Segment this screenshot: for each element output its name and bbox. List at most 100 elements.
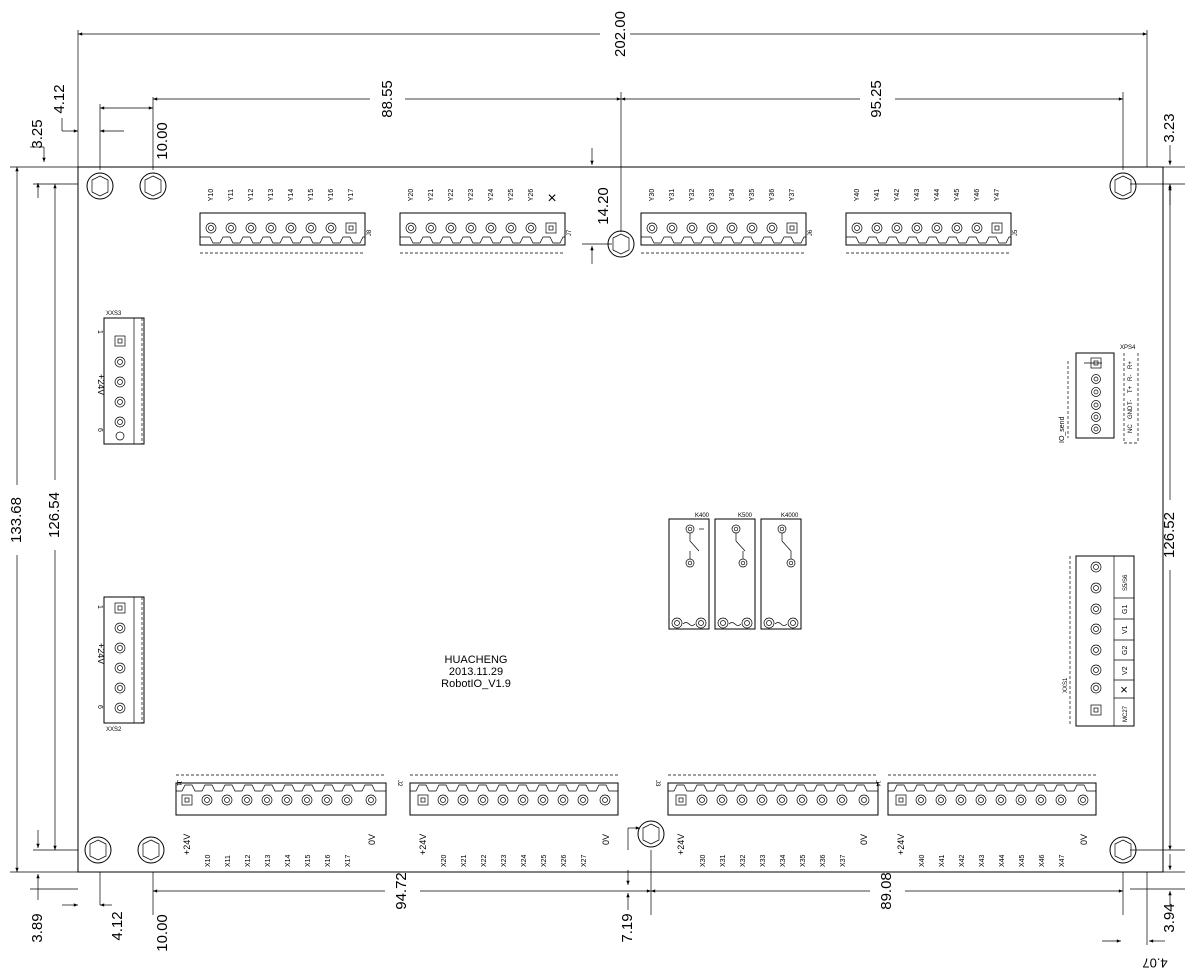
relay-k500: K500: [714, 513, 756, 630]
dim-bottom-left-3-label: 10.00: [154, 914, 171, 952]
relay-id: K500: [738, 513, 753, 519]
pin-label: X26: [561, 854, 568, 867]
pin-label: X30: [700, 854, 707, 867]
pin-label: Y22: [448, 189, 455, 202]
dim-top-left-span-label: 88.55: [379, 80, 396, 118]
pin-label: Y37: [789, 189, 796, 202]
pin-label: Y40: [854, 189, 861, 202]
pin-label: Y26: [528, 189, 535, 202]
top-connectors: J8 Y10 Y11 Y12 Y13 Y14 Y15 Y16 Y17 × J7 …: [199, 189, 1019, 254]
dim-bottom-right-2-label: 4.07: [1142, 956, 1167, 971]
pin-label: X11: [225, 855, 232, 867]
hole-bottom-right: [1109, 836, 1137, 864]
pin-label: R-: [1128, 375, 1134, 381]
connector-id: J6: [808, 229, 814, 236]
dim-top-right-label: 3.23: [1161, 113, 1178, 142]
pin-label: Y35: [749, 189, 756, 202]
hole-top-right: [1109, 172, 1137, 200]
pin-label: X17: [345, 854, 352, 867]
ground-label: 0V: [1079, 834, 1089, 845]
connector-id: J5: [1013, 229, 1019, 236]
pin-label: Y46: [974, 189, 981, 202]
dim-bottom-right-span-label: 89.08: [878, 872, 895, 910]
dim-top-right-small: 3.23: [1130, 113, 1185, 205]
dim-bottom-left-2-label: 4.12: [109, 911, 126, 940]
pin-label: Y25: [508, 189, 515, 202]
pin-label: X15: [305, 854, 312, 867]
left-connectors: XXS3 1 +24V 6 XXS2 1 +24V 6: [96, 311, 145, 733]
dim-center-hole-label: 14.20: [595, 187, 612, 225]
dim-bottom-right-1-label: 3.94: [1161, 903, 1178, 932]
dim-right-inner-label: 126.52: [1161, 512, 1178, 558]
dim-right-vertical: 126.52: [1130, 184, 1185, 851]
pin-label: Y47: [994, 189, 1001, 202]
pin-label: X27: [581, 854, 588, 867]
pin-label: X14: [285, 854, 292, 867]
dim-width-total: 202.00: [77, 11, 1148, 167]
connector-xxs1: XXS1 S5/S6 G1 V1 G2 V2 × MC27: [1063, 555, 1135, 727]
connector-j6: J6 Y30 Y31 Y32 Y33 Y34 Y35 Y36 Y37: [640, 189, 814, 254]
power-label: +24V: [182, 834, 192, 855]
ground-label: 0V: [601, 834, 611, 845]
power-label: +24V: [96, 643, 106, 664]
board-date: 2013.11.29: [449, 666, 503, 678]
no-pin-marker: ×: [1120, 682, 1128, 697]
pin-label: X36: [820, 854, 827, 867]
pin-label: X35: [800, 854, 807, 867]
pin-label: X24: [521, 854, 528, 867]
pin-label: X43: [979, 854, 986, 867]
pin-label: X12: [245, 854, 252, 867]
connector-j8: J8 Y10 Y11 Y12 Y13 Y14 Y15 Y16 Y17: [199, 189, 373, 254]
connector-id: XXS3: [106, 311, 122, 317]
pin-label: G2: [1122, 646, 1129, 655]
connector-id: XXS2: [106, 727, 122, 733]
dim-width-total-label: 202.00: [612, 11, 629, 57]
dim-left-verticals: 133.68 126.54: [8, 166, 78, 873]
connector-id: J1: [175, 780, 181, 787]
connector-j1: J1 +24V 0V X10 X11 X12 X13 X14 X15 X16 X…: [175, 774, 387, 867]
hole-top-left-1: [86, 172, 114, 200]
pin-label: T-: [1128, 400, 1134, 405]
connector-j3: J3 +24V 0V X30 X31 X32 X33 X34 X35 X36 X…: [654, 774, 879, 867]
pin-label: 1: [96, 330, 103, 334]
pin-label: Y17: [348, 189, 355, 202]
pin-label: X41: [939, 854, 946, 867]
connector-xps4: XPS4 IO_send NC GND T- T+ R- R+: [1059, 345, 1139, 444]
pin-label: Y45: [954, 189, 961, 202]
board-model: RobotIO_V1.9: [441, 678, 511, 690]
connector-xxs3: XXS3 1 +24V 6: [96, 311, 145, 445]
connector-id: XPS4: [1120, 345, 1136, 351]
relay-k400: K400: [668, 513, 710, 630]
pin-label: X40: [919, 854, 926, 867]
pin-label: X31: [720, 854, 727, 867]
pin-label: X33: [760, 854, 767, 867]
hole-bottom-left-2: [137, 836, 165, 864]
dim-top-hole-left-3-label: 10.00: [154, 122, 171, 160]
ground-label: 0V: [367, 834, 377, 845]
connector-j4: J4 +24V 0V X40 X41 X42 X43 X44 X45 X46 X…: [874, 774, 1097, 867]
dim-center-hole: 14.20: [582, 148, 612, 264]
pin-label: Y23: [468, 189, 475, 202]
pin-label: X21: [461, 854, 468, 867]
pin-label: R+: [1128, 361, 1134, 369]
pin-label: X46: [1039, 854, 1046, 867]
dim-top-spans: 88.55 95.25: [152, 80, 1124, 232]
pin-label: Y10: [208, 189, 215, 202]
pin-label: X25: [541, 854, 548, 867]
dim-left-total-label: 133.68: [8, 497, 25, 543]
relay-k4000: K4000: [760, 513, 802, 630]
dim-bottom-left-span-label: 94.72: [393, 872, 410, 910]
pin-label: NC: [1128, 424, 1134, 433]
pin-label: S5/S6: [1123, 574, 1129, 591]
power-label: +24V: [896, 834, 906, 855]
ground-label: 0V: [859, 834, 869, 845]
pin-label: X34: [780, 854, 787, 867]
pin-label: Y24: [488, 189, 495, 202]
power-label: +24V: [418, 834, 428, 855]
connector-xxs2: XXS2 1 +24V 6: [96, 596, 145, 733]
power-label: +24V: [96, 374, 106, 395]
pin-label: T+: [1128, 385, 1134, 393]
connector-id: J7: [567, 229, 573, 236]
no-pin-marker: ×: [547, 190, 556, 207]
